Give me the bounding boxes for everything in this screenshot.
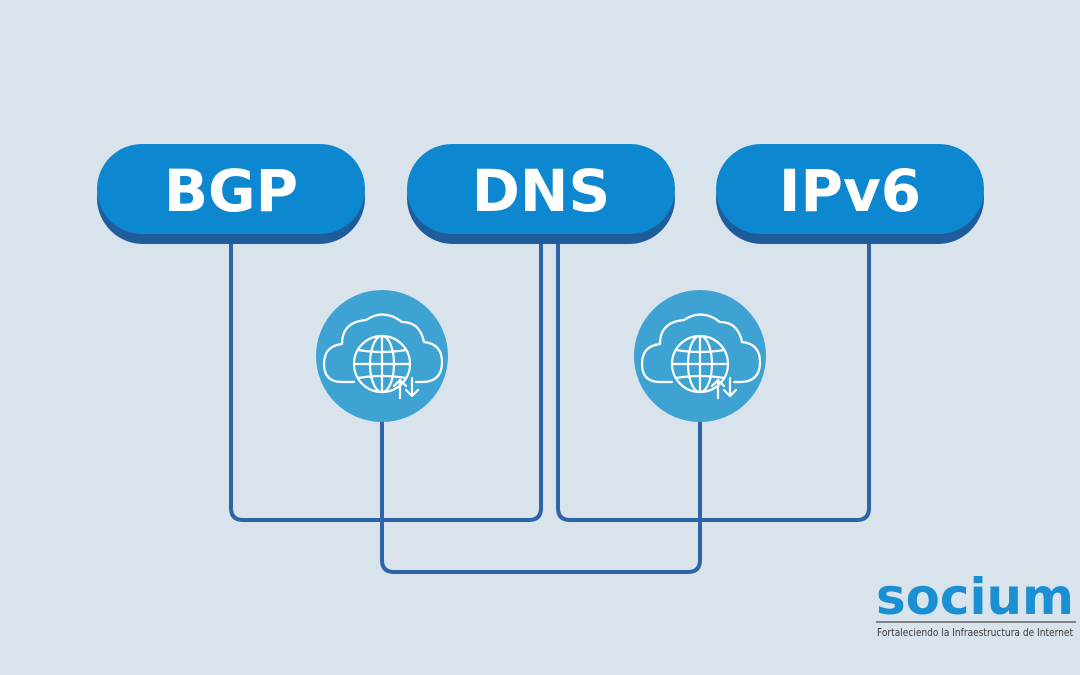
pill-body — [407, 144, 675, 234]
node-label-bgp: BGP — [164, 157, 298, 225]
pill-body — [97, 144, 365, 234]
node-bgp: BGP — [97, 144, 365, 244]
node-label-dns: DNS — [472, 157, 610, 225]
connector-lines — [229, 238, 871, 574]
logo-tagline: Fortaleciendo la Infraestructura de Inte… — [877, 627, 1073, 639]
socium-logo: socium Fortaleciendo la Infraestructura … — [876, 568, 1076, 639]
node-dns: DNS — [407, 144, 675, 244]
cloud-globe-icon — [322, 313, 444, 400]
node-label-ipv6: IPv6 — [779, 157, 921, 225]
hub-left — [316, 290, 448, 422]
connector-dns-ipv6 — [556, 238, 871, 522]
connector-hubs — [380, 418, 702, 574]
node-ipv6: IPv6 — [716, 144, 984, 244]
pill-body — [716, 144, 984, 234]
hub-right — [634, 290, 766, 422]
cloud-globe-icon — [640, 313, 762, 400]
connector-bgp-dns — [229, 238, 543, 522]
logo-wordmark: socium — [876, 568, 1074, 626]
